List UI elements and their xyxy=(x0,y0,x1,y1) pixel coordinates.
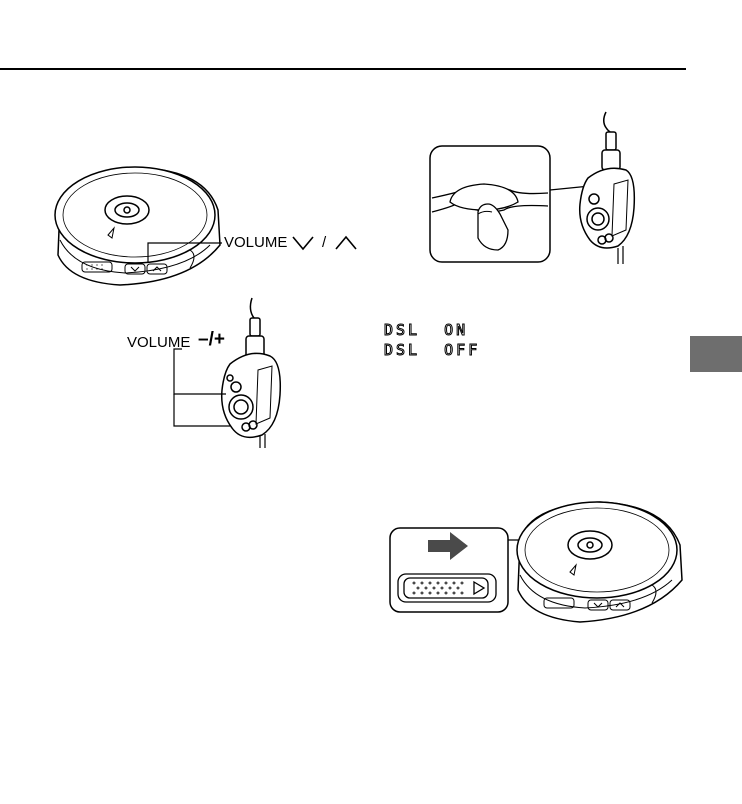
hold-switch-icon xyxy=(398,574,496,602)
cd-player-icon xyxy=(517,502,682,622)
